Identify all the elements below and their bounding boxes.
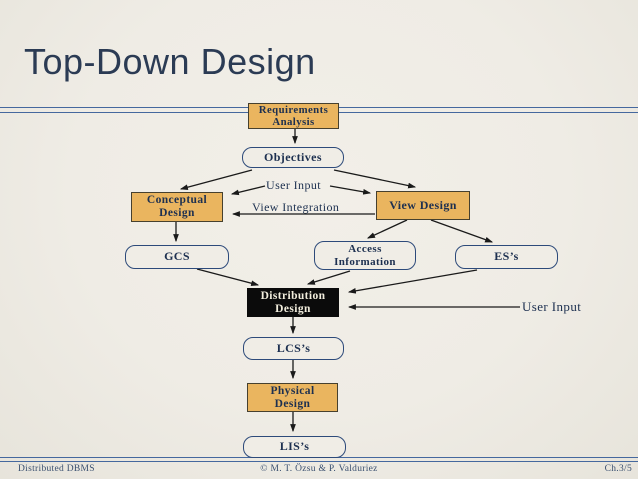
node-liss: LIS’s	[243, 436, 346, 458]
footer-copyright: © M. T. Özsu & P. Valduriez	[260, 464, 378, 474]
footer-chapter-page: Ch.3/5	[604, 464, 632, 474]
node-gcs: GCS	[125, 245, 229, 269]
label-user-input-top: User Input	[266, 178, 321, 192]
node-ess: ES’s	[455, 245, 558, 269]
node-access-information: Access Information	[314, 241, 416, 270]
node-physical-design: Physical Design	[247, 383, 338, 412]
page-title: Top-Down Design	[24, 41, 316, 82]
node-distribution-design: Distribution Design	[247, 288, 339, 317]
label-view-integration: View Integration	[252, 200, 340, 214]
node-objectives: Objectives	[242, 147, 344, 168]
node-conceptual-design: Conceptual Design	[131, 192, 223, 222]
footer-book-title: Distributed DBMS	[18, 464, 95, 474]
node-requirements-analysis: Requirements Analysis	[248, 103, 339, 129]
label-user-input-right: User Input	[522, 299, 582, 314]
node-lcss: LCS’s	[243, 337, 344, 360]
node-view-design: View Design	[376, 191, 470, 220]
